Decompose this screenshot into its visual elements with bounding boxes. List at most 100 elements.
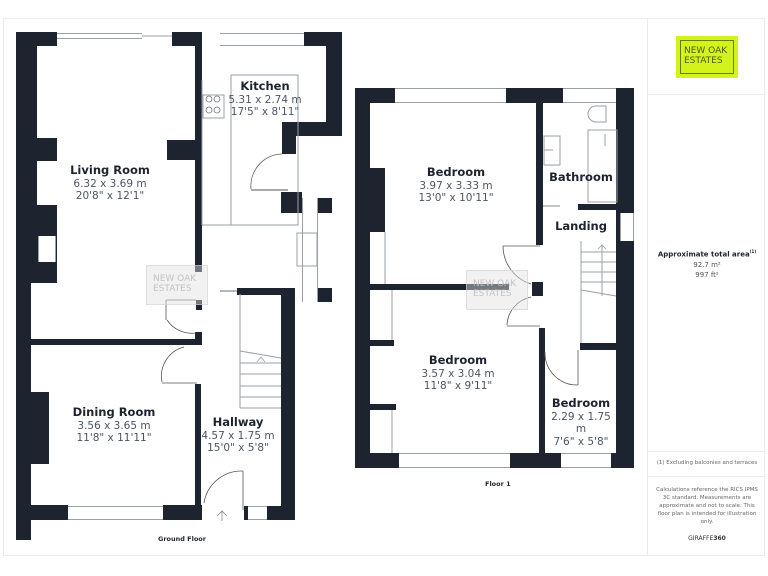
wall [16, 505, 68, 520]
wall [536, 100, 543, 245]
wall [510, 453, 561, 468]
room-metric: 5.31 x 2.74 m [228, 93, 302, 106]
room-imperial: 11'8" x 9'11" [423, 380, 493, 393]
wall [195, 332, 202, 345]
wall [580, 343, 628, 350]
room-name: Kitchen [240, 79, 290, 93]
wall [281, 288, 295, 520]
wall [616, 88, 634, 468]
area-imperial: 997 ft² [695, 271, 719, 280]
watermark-line: ESTATES [153, 284, 192, 294]
window [38, 236, 56, 262]
room-imperial: 11'8" x 11'11" [76, 432, 152, 445]
floorplan-frame [3, 18, 765, 556]
room-bedroom-1: Bedroom 3.97 x 3.33 m 13'0" x 10'11" [400, 165, 512, 205]
room-imperial: 20'8" x 12'1" [75, 190, 145, 203]
wall [326, 32, 342, 136]
area-metric: 92.7 m² [693, 261, 721, 270]
watermark: NEW OAK ESTATES [466, 270, 528, 310]
area-section: Approximate total area(1) 92.7 m² 997 ft… [648, 95, 766, 452]
window [620, 213, 634, 241]
watermark-line: NEW OAK [153, 274, 197, 284]
chimney-breast [30, 392, 49, 464]
room-metric: 4.57 x 1.75 m [201, 429, 275, 442]
room-metric: 2.29 x 1.75 m [551, 410, 611, 436]
watermark-line: ESTATES [473, 289, 512, 299]
giraffe360-brand: GIRAFFE360 [648, 535, 766, 542]
wall [369, 340, 394, 346]
new-oak-estates-logo: NEW OAK ESTATES [676, 36, 738, 78]
watermark: NEW OAK ESTATES [146, 265, 208, 305]
room-metric: 6.32 x 3.69 m [73, 177, 147, 190]
area-title-text: Approximate total area [657, 250, 750, 259]
room-name: Dining Room [72, 405, 156, 419]
ground-floor-label: Ground Floor [158, 535, 206, 543]
wall [16, 280, 31, 340]
room-bedroom-2: Bedroom 3.57 x 3.04 m 11'8" x 9'11" [398, 353, 518, 393]
room-living-room: Living Room 6.32 x 3.69 m 20'8" x 12'1" [60, 163, 160, 203]
wall [16, 32, 37, 240]
brand-suffix: 360 [713, 534, 726, 542]
room-name: Living Room [70, 163, 150, 177]
room-metric: 3.57 x 3.04 m [421, 367, 495, 380]
wall [30, 339, 202, 345]
window [395, 88, 506, 103]
wall [369, 404, 396, 410]
wall [578, 204, 628, 210]
wall [532, 282, 543, 296]
wall [281, 192, 302, 213]
wall [196, 300, 202, 310]
window [561, 453, 611, 468]
area-footnote-marker: (1) [749, 249, 757, 254]
info-panel: NEW OAK ESTATES Approximate total area(1… [647, 18, 766, 556]
wall [282, 122, 342, 136]
room-imperial: 17'5" x 8'11" [230, 106, 300, 119]
logo-line: ESTATES [684, 56, 723, 66]
wall [318, 288, 332, 302]
window [248, 506, 267, 520]
room-hallway: Hallway 4.57 x 1.75 m 15'0" x 5'8" [196, 415, 280, 455]
wall [369, 284, 509, 290]
room-name: Bedroom [551, 396, 611, 410]
wall [355, 453, 399, 468]
room-imperial: 7'6" x 5'8" [553, 435, 609, 448]
room-name: Landing [555, 219, 607, 233]
room-name: Bedroom [426, 165, 486, 179]
window [57, 33, 142, 39]
room-imperial: 15'0" x 5'8" [207, 442, 269, 455]
wall [195, 384, 201, 520]
logo-section: NEW OAK ESTATES [648, 18, 766, 95]
window [220, 33, 304, 46]
room-name: Bathroom [549, 170, 613, 184]
disclaimer-section: Calculations reference the RICS IPMS 3C … [648, 477, 766, 556]
wall [167, 140, 202, 160]
window [399, 453, 510, 468]
wall [237, 288, 295, 295]
watermark-line: NEW OAK [473, 279, 517, 289]
room-landing: Landing [550, 219, 612, 234]
room-metric: 3.56 x 3.65 m [77, 419, 151, 432]
wall [539, 328, 545, 468]
room-dining-room: Dining Room 3.56 x 3.65 m 11'8" x 11'11" [64, 405, 164, 445]
wall [318, 198, 332, 213]
wall [282, 122, 296, 154]
room-bathroom: Bathroom [546, 170, 616, 185]
wall [163, 505, 202, 520]
room-kitchen: Kitchen 5.31 x 2.74 m 17'5" x 8'11" [222, 79, 308, 119]
room-bedroom-3: Bedroom 2.29 x 1.75 m 7'6" x 5'8" [545, 396, 617, 449]
wall [172, 32, 202, 46]
brand-prefix: GIRAFFE [688, 534, 714, 542]
wall [244, 506, 248, 520]
window [563, 88, 616, 103]
room-metric: 3.97 x 3.33 m [419, 179, 493, 192]
room-name: Hallway [212, 415, 264, 429]
logo-line: NEW OAK [684, 46, 728, 56]
wall [16, 138, 57, 161]
footnote: (1) Excluding balconies and terraces [656, 460, 758, 466]
first-floor-label: Floor 1 [485, 480, 511, 488]
wall [267, 506, 295, 520]
area-title: Approximate total area(1) [648, 249, 766, 258]
room-name: Bedroom [428, 353, 488, 367]
